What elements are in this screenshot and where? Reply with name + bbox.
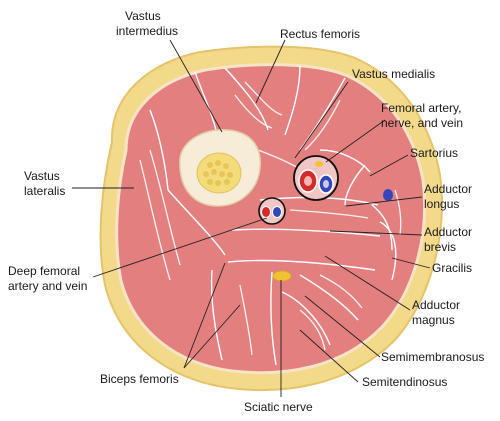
- leader-lines: [72, 39, 431, 397]
- label-sciatic-nerve: Sciatic nerve: [244, 400, 313, 414]
- sciatic-nerve: [272, 270, 292, 282]
- labels: Vastus intermedius Rectus femoris Vastus…: [8, 9, 484, 414]
- muscle-striations: [139, 81, 402, 356]
- label-vastus-intermedius: Vastus intermedius: [116, 9, 178, 38]
- saphenous-vein: [383, 189, 393, 201]
- label-rectus-femoris: Rectus femoris: [280, 27, 360, 41]
- label-deep-femoral: Deep femoral artery and vein: [8, 264, 87, 293]
- label-semimembranosus: Semimembranosus: [381, 350, 484, 364]
- label-sartorius: Sartorius: [410, 146, 458, 160]
- deep-femoral-vessels: [258, 197, 286, 225]
- label-femoral-vessels: Femoral artery, nerve, and vein: [381, 101, 465, 130]
- label-semitendinosus: Semitendinosus: [362, 375, 447, 389]
- label-adductor-brevis: Adductor brevis: [424, 225, 475, 254]
- label-vastus-medialis: Vastus medialis: [352, 67, 435, 81]
- femur: [179, 129, 261, 207]
- label-adductor-magnus: Adductor magnus: [412, 298, 463, 327]
- label-vastus-lateralis: Vastus lateralis: [24, 169, 65, 198]
- label-adductor-longus: Adductor longus: [424, 182, 475, 211]
- femoral-vessels: [293, 155, 339, 201]
- label-gracilis: Gracilis: [432, 261, 472, 275]
- label-biceps-femoris: Biceps femoris: [100, 372, 179, 386]
